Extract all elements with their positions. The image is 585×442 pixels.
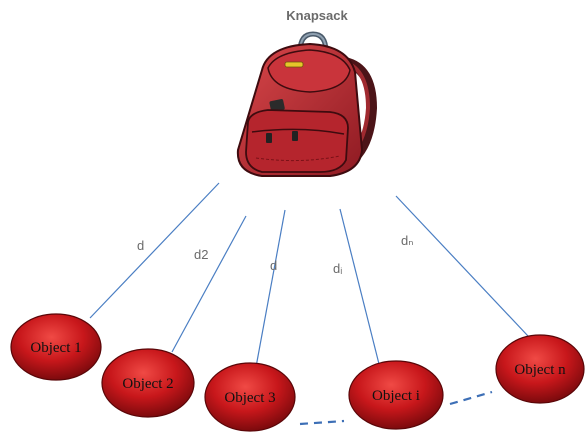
object-label-2: Object 2	[122, 376, 173, 392]
object-label-n: Object n	[514, 362, 566, 378]
edge-label-1: d	[137, 238, 144, 253]
object-node-i: Object i	[348, 360, 444, 430]
diagram-title: Knapsack	[286, 8, 348, 23]
object-label-3: Object 3	[224, 390, 275, 406]
edge-2	[171, 215, 247, 353]
edge-label-3: d	[270, 258, 277, 273]
edge-n	[395, 195, 529, 337]
object-node-1: Object 1	[10, 313, 102, 381]
edge-label-i: dᵢ	[333, 261, 342, 276]
ellipsis-dash-left	[299, 419, 345, 426]
object-node-2: Object 2	[101, 348, 195, 418]
backpack-icon	[236, 31, 378, 177]
ellipsis-dash-right	[449, 390, 493, 406]
edge-i	[339, 208, 380, 365]
edge-3	[255, 209, 286, 368]
object-node-3: Object 3	[204, 362, 296, 432]
edge-label-2: d2	[194, 247, 208, 262]
object-label-i: Object i	[372, 388, 420, 404]
object-node-n: Object n	[495, 334, 585, 404]
edge-label-n: dₙ	[401, 233, 413, 248]
edge-1	[89, 182, 220, 319]
object-label-1: Object 1	[30, 340, 81, 356]
